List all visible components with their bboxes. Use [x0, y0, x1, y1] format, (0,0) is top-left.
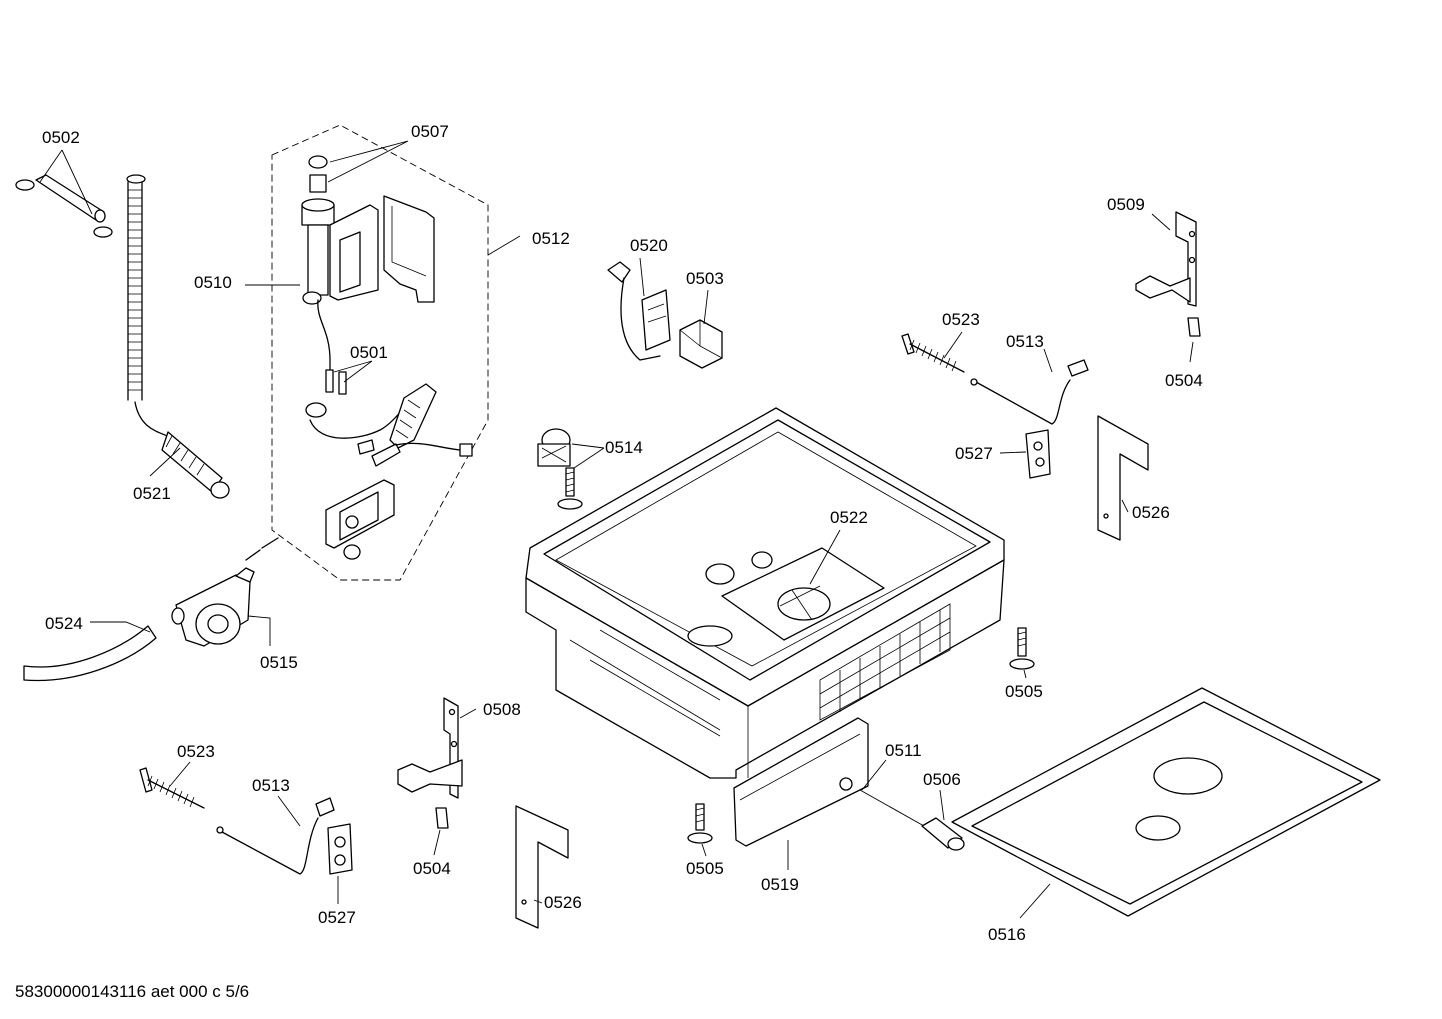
assembly-group-outline: [271, 124, 489, 581]
part-labels: 0502 0507 0512 0510 0501 0521 0520 0503 …: [42, 122, 1203, 944]
part-0504-clip-lower: [435, 807, 449, 829]
part-0515-pump: [171, 567, 255, 647]
part-0524-hose: [23, 625, 157, 682]
label-0516: 0516: [988, 925, 1026, 944]
label-0511: 0511: [885, 741, 922, 760]
part-0503-connector: [679, 319, 723, 369]
part-0523-spring-top: [901, 333, 965, 373]
part-0505-screw-right: [1009, 627, 1035, 670]
part-0513-wire-lower: [216, 797, 335, 875]
label-0501: 0501: [350, 343, 388, 362]
label-0512: 0512: [532, 229, 570, 248]
leader-lines: [39, 140, 1194, 919]
part-0513-wire-top: [970, 359, 1089, 425]
label-0523-lower: 0523: [177, 742, 215, 761]
label-0505-right: 0505: [1005, 682, 1043, 701]
part-0505-screw-lower: [687, 803, 713, 844]
label-0508: 0508: [483, 700, 521, 719]
label-0513-lower: 0513: [252, 776, 290, 795]
label-0527-top: 0527: [955, 444, 993, 463]
label-0522: 0522: [830, 508, 868, 527]
part-screw: [557, 467, 583, 510]
part-0514-float: [537, 428, 571, 467]
label-0510: 0510: [194, 273, 232, 292]
part-0526-plate-lower: [515, 805, 569, 929]
label-0515: 0515: [260, 653, 298, 672]
label-0514: 0514: [605, 438, 643, 457]
part-control-board: [245, 479, 395, 561]
label-0523-top: 0523: [942, 310, 980, 329]
part-0502-pipe-clamps: [15, 174, 113, 238]
label-0509: 0509: [1107, 195, 1145, 214]
part-0527-hinge-lower: [327, 823, 353, 875]
part-0520-wire: [607, 261, 671, 361]
label-0505-lower: 0505: [686, 859, 724, 878]
label-0526-lower: 0526: [544, 893, 582, 912]
label-0527-lower: 0527: [318, 908, 356, 927]
label-0502: 0502: [42, 128, 80, 147]
part-0508-bracket: [397, 697, 463, 799]
part-0510-valve-assembly: [301, 195, 435, 418]
label-0513-top: 0513: [1006, 332, 1044, 351]
part-0509-bracket: [1135, 211, 1197, 307]
part-0527-hinge-top: [1025, 429, 1051, 479]
label-0519: 0519: [761, 875, 799, 894]
part-0507-caps: [308, 155, 328, 193]
label-0503: 0503: [686, 269, 724, 288]
part-0519-front-plate: [733, 717, 869, 847]
label-0507: 0507: [411, 122, 449, 141]
label-0526-top: 0526: [1132, 503, 1170, 522]
part-0516-bottom-tray: [951, 687, 1381, 917]
label-0504-lower: 0504: [413, 859, 451, 878]
label-0521: 0521: [133, 484, 171, 503]
label-0504-top: 0504: [1165, 371, 1203, 390]
document-reference: 58300000143116 aet 000 c 5/6: [15, 982, 249, 1001]
part-0506-connector: [859, 789, 965, 851]
part-0504-clip-top: [1187, 317, 1201, 337]
part-0521-drain-hose: [126, 174, 230, 499]
part-0523-spring-lower: [139, 767, 205, 809]
label-0524: 0524: [45, 614, 83, 633]
part-0501-hose-wire: [309, 383, 473, 467]
part-base-tub: [525, 407, 1005, 779]
label-0506: 0506: [923, 770, 961, 789]
part-0526-plate-top: [1097, 415, 1149, 541]
label-0520: 0520: [630, 236, 668, 255]
